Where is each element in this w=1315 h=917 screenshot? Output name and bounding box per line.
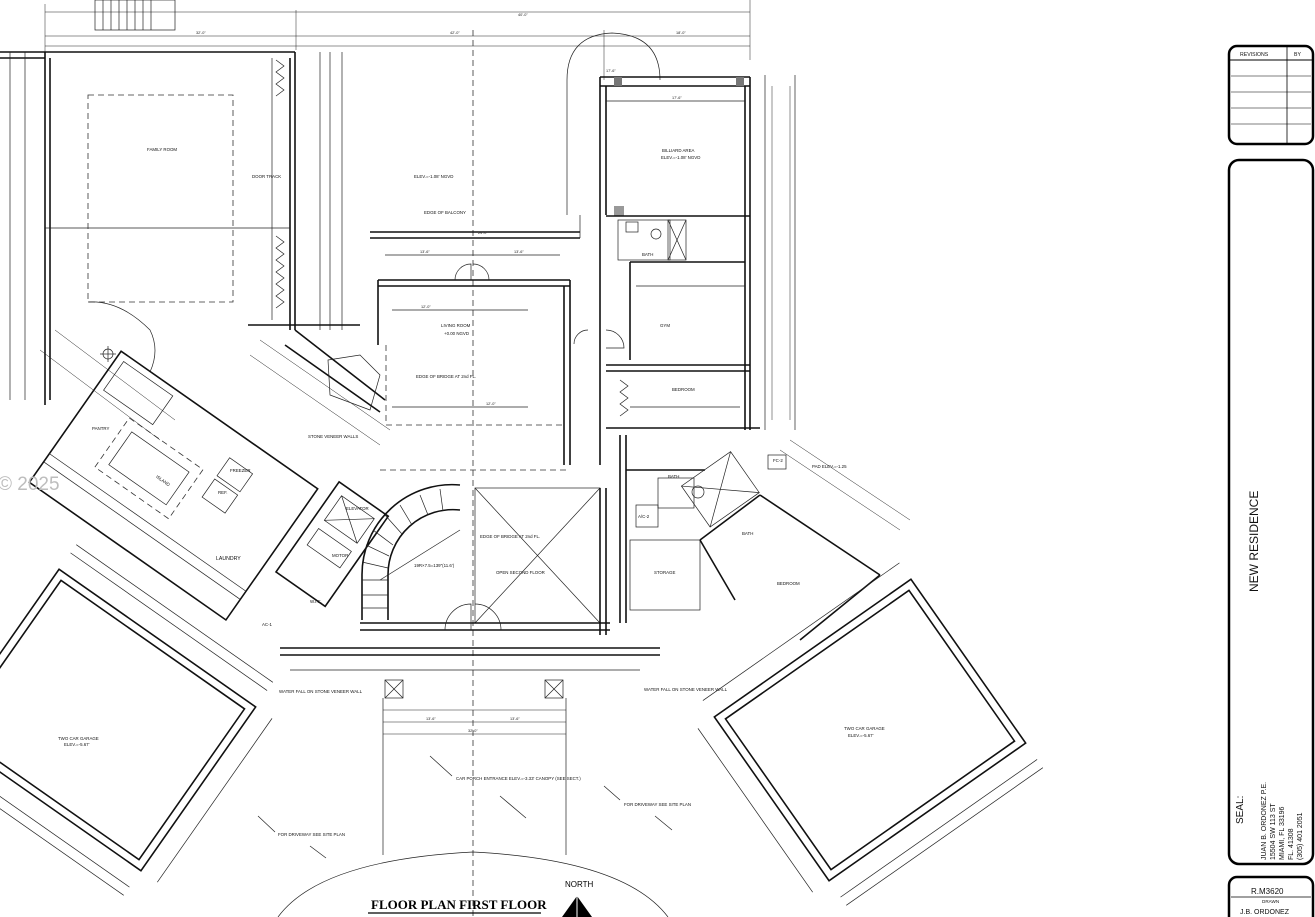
edge-of-bridge-label: EDGE OF BRIDGE AT 2nd FL. <box>416 374 476 379</box>
revisions-label: REVISIONS <box>1240 52 1269 58</box>
right-garage: TWO CAR GARAGE ELEV.=-5.67' <box>697 562 1044 906</box>
dim-porch-r: 13'-6" <box>510 717 520 721</box>
north-label: NORTH <box>565 880 594 889</box>
bath-1-label: BATH <box>642 252 653 257</box>
drawn-by: J.B. ORDONEZ <box>1240 909 1290 916</box>
fc2-label: FC-2 <box>773 458 783 463</box>
dim-left: 32'-0" <box>196 31 206 35</box>
drawing-title-block: FLOOR PLAN FIRST FLOOR NORTH <box>368 880 594 917</box>
drawing-title: FLOOR PLAN FIRST FLOOR <box>371 897 547 912</box>
dim-middle: 42'-0" <box>450 31 460 35</box>
waterfall-left-label: WATER FALL ON STONE VENEER WALL <box>279 689 363 694</box>
engineer-line-2: 15504 SW 113 ST <box>1270 803 1277 860</box>
elev-label-center: ELEV.=-1.08' NGVD <box>414 174 453 179</box>
garage-left-elev: ELEV.=-5.67' <box>64 742 90 747</box>
right-center-wing: BATH A/C-2 STORAGE BATH BEDROOM PAD ELEV… <box>619 435 911 641</box>
dim-billiard-top: 17'-6" <box>606 69 616 73</box>
drawn-label: DRAWN <box>1262 899 1279 904</box>
bath-2-label: BATH <box>668 474 679 479</box>
engineer-line-5: (305) 401 2051 <box>1297 812 1304 860</box>
dim-balcony: 24'-0" <box>478 231 488 235</box>
stone-veneer-label: STONE VENEER WALLS <box>308 434 358 439</box>
ac1-label: AC-1 <box>262 622 273 627</box>
kitchen-wing: PANTRY ISLAND FREEZER REF. LAUNDRY STONE… <box>28 329 391 622</box>
pantry-label: PANTRY <box>92 426 109 431</box>
stair-and-center-lower: ELEVATOR MOTOR W.I.C. AC-1 19R×7.5=139"(… <box>262 469 610 635</box>
dim-balcony-r: 13'-6" <box>514 250 524 254</box>
living-room-elev: +0.00 NGVD <box>444 331 469 336</box>
car-porch: 13'-6" 13'-6" 32'-0" CAR PORCH ENTRANCE … <box>257 647 728 917</box>
billiard-elev: ELEV.=-1.08' NGVD <box>661 155 700 160</box>
family-room-label: FAMILY ROOM <box>147 147 177 152</box>
drawn-code: R.M3620 <box>1251 887 1284 896</box>
storage-label: STORAGE <box>654 570 675 575</box>
garage-right-elev: ELEV.=-5.67' <box>848 733 874 738</box>
copyright-watermark: © 2025 <box>0 474 60 495</box>
stair-note: 19R×7.5=139"(11.6') <box>414 563 455 568</box>
open-second-floor-label: OPEN SECOND FLOOR <box>496 570 545 575</box>
dim-balcony-l: 13'-6" <box>420 250 430 254</box>
left-garage: TWO CAR GARAGE ELEV.=-5.67' <box>0 544 274 896</box>
freezer-label: FREEZER <box>230 468 251 473</box>
project-name: NEW RESIDENCE <box>1247 491 1261 592</box>
engineer-line-3: MIAMI, FL 33196 <box>1279 806 1286 860</box>
driveway-left-label: FOR DRIVEWAY SEE SITE PLAN <box>278 832 345 837</box>
by-label: BY <box>1294 52 1301 58</box>
dim-porch: 32'-0" <box>468 729 478 733</box>
driveway-right-label: FOR DRIVEWAY SEE SITE PLAN <box>624 802 691 807</box>
center-upper-area: ELEV.=-1.08' NGVD EDGE OF BALCONY LIVING… <box>370 30 581 917</box>
motor-label: MOTOR <box>332 553 348 558</box>
billiard-label: BILLIARD AREA <box>662 148 695 153</box>
garage-left-label: TWO CAR GARAGE <box>58 736 99 741</box>
bedroom-2-label: BEDROOM <box>777 581 800 586</box>
right-upper-wing: 17'-6" BILLIARD AREA ELEV.=-1.08' NGVD B… <box>566 32 796 465</box>
dim-living-b: 12'-0" <box>486 402 496 406</box>
engineer-line-4: FL. 41308 <box>1288 828 1295 860</box>
ref-label: REF. <box>218 490 228 495</box>
gym-label: GYM <box>660 323 670 328</box>
edge-of-balcony-label: EDGE OF BALCONY <box>424 210 466 215</box>
family-room-wing: FAMILY ROOM DOOR TRACK <box>0 51 360 405</box>
island-label: ISLAND <box>155 474 171 487</box>
dim-overall: 40'-0" <box>518 13 528 17</box>
ac2-label: A/C-2 <box>638 514 650 519</box>
car-porch-label: CAR PORCH ENTRANCE ELEV.=-3.33' CANOPY (… <box>456 776 581 781</box>
dim-porch-l: 13'-6" <box>426 717 436 721</box>
dim-living-w: 12'-0" <box>421 305 431 309</box>
door-track-label: DOOR TRACK <box>252 174 281 179</box>
laundry-label: LAUNDRY <box>216 556 241 562</box>
bath-3-label: BATH <box>742 531 753 536</box>
dim-right: 18'-0" <box>676 31 686 35</box>
waterfall-right-label: WATER FALL ON STONE VENEER WALL <box>644 687 728 692</box>
living-room-label: LIVING ROOM <box>441 323 471 328</box>
seal-label: SEAL: <box>1235 796 1246 824</box>
top-dimension-strings: 40'-0" 42'-0" 32'-0" 18'-0" <box>44 0 751 80</box>
exterior-stair-top <box>94 0 176 31</box>
sheet-title-block: REVISIONS BY NEW RESIDENCE SEAL: JUAN B.… <box>1227 44 1315 917</box>
dim-billiard: 17'-6" <box>672 96 682 100</box>
engineer-line-1: JUAN B. ORDONEZ P.E. <box>1261 782 1268 860</box>
edge-of-bridge-2-label: EDGE OF BRIDGE AT 2nd FL. <box>480 534 540 539</box>
bedroom-1-label: BEDROOM <box>672 387 695 392</box>
wic-label: W.I.C. <box>310 599 322 604</box>
elevator-label: ELEVATOR <box>346 506 369 511</box>
garage-right-label: TWO CAR GARAGE <box>844 726 885 731</box>
